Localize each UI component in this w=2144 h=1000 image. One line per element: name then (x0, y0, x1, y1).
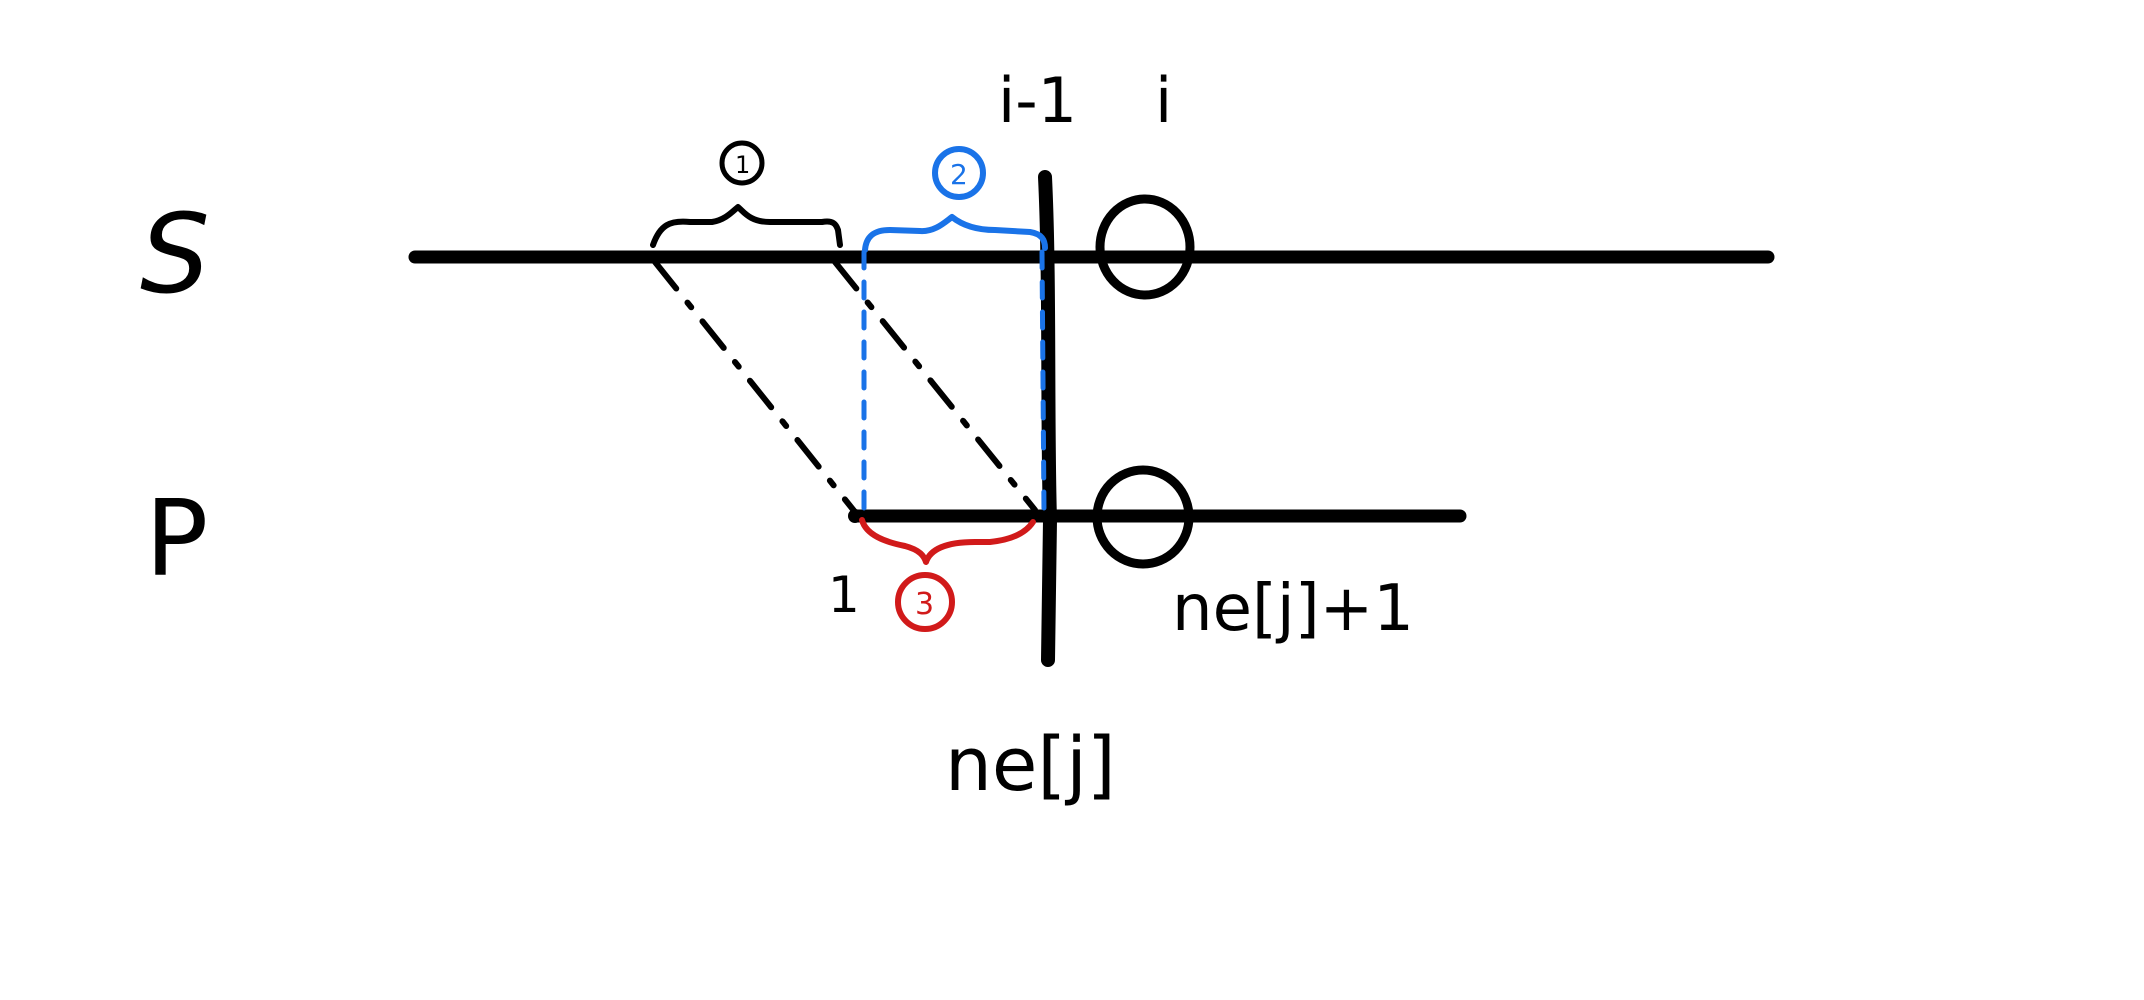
brace-one (650, 204, 843, 248)
blue-vertical-dash-right (1039, 249, 1047, 515)
p-line-start-dot (848, 509, 862, 523)
s-mismatch-circle (1095, 194, 1195, 300)
brace-one-number: 1 (735, 151, 750, 179)
index-label-ne-j-plus-1: ne[j]+1 (1172, 572, 1414, 646)
brace-three-badge (895, 572, 955, 632)
index-label-i-minus-1: i-1 (998, 64, 1077, 137)
divider-line (1038, 170, 1057, 667)
row-label-p: P (145, 478, 208, 600)
diagonal-dash-left (652, 259, 858, 515)
brace-two (862, 214, 1048, 253)
brace-two-badge (932, 146, 986, 200)
row-label-s: S (140, 190, 210, 318)
diagonal-dash-right (832, 259, 1038, 513)
index-label-ne-j: ne[j] (945, 722, 1116, 808)
brace-three-number: 3 (915, 587, 934, 622)
p-mismatch-circle (1092, 465, 1194, 569)
brace-one-badge (719, 140, 765, 186)
brace-two-number: 2 (950, 158, 968, 191)
index-label-i: i (1155, 64, 1172, 137)
index-label-p-start: 1 (828, 566, 860, 624)
brace-three (859, 517, 1036, 565)
